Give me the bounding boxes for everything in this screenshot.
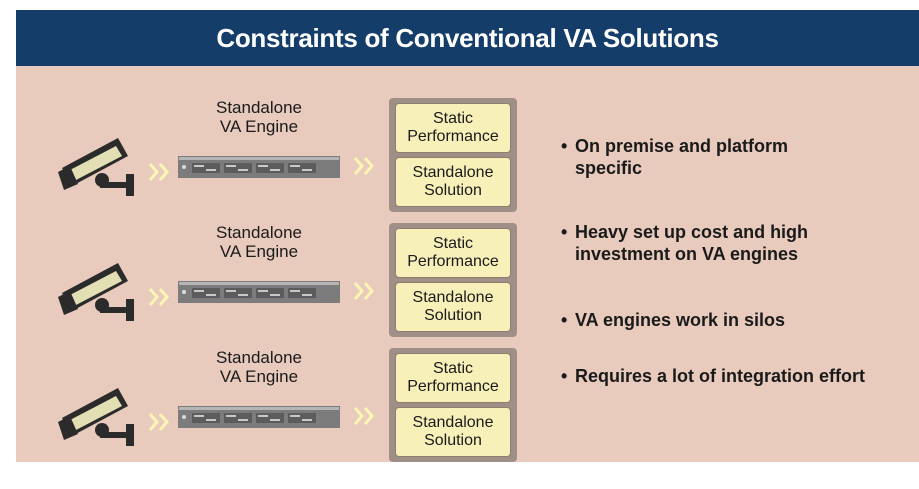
page-title: Constraints of Conventional VA Solutions [16,10,919,66]
chevron-right-icon [353,157,374,175]
engine-label: Standalone VA Engine [215,98,303,136]
chevron-right-icon [148,413,169,431]
chevron-right-icon [353,407,374,425]
list-item: • On premise and platform specific [561,136,789,178]
chevron-right-icon [353,282,374,300]
list-item: • Requires a lot of integration effort [561,366,866,386]
server-rack-icon [178,156,340,178]
chevron-right-icon [148,163,169,181]
bullet-dot: • [561,222,568,242]
security-camera-icon [58,388,134,446]
engine-label: Standalone VA Engine [215,223,303,261]
list-item: • Heavy set up cost and high investment … [561,222,809,264]
security-camera-icon [58,138,134,196]
chevron-right-icon [148,288,169,306]
bullet-dot: • [561,136,568,156]
list-item: • VA engines work in silos [561,310,786,330]
diagram-panel: Constraints of Conventional VA Solutions… [16,10,919,462]
server-rack-icon [178,406,340,428]
server-rack-icon [178,281,340,303]
bullet-dot: • [561,366,568,386]
bullet-dot: • [561,310,568,330]
security-camera-icon [58,263,134,321]
engine-label: Standalone VA Engine [215,348,303,386]
